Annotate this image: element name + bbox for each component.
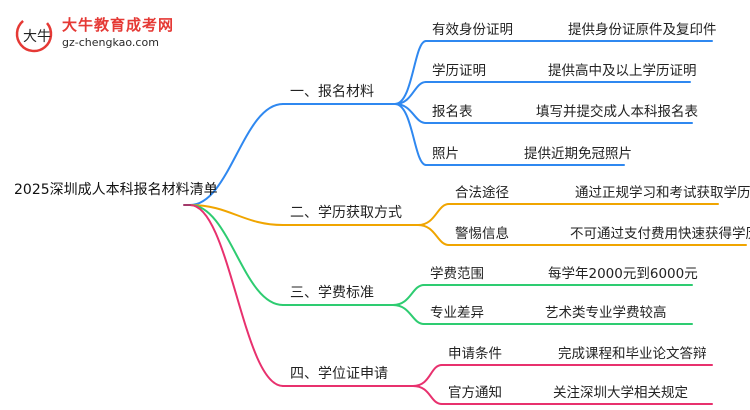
branch-node-4: 四、学位证申请: [290, 366, 388, 382]
item-label-3-1: 学费范围: [430, 266, 484, 282]
mind-map-connectors: [183, 40, 747, 405]
connector-item-2-2: [417, 224, 450, 246]
bull-logo-icon: 大牛: [15, 15, 53, 53]
item-detail-2-1: 通过正规学习和考试获取学历: [575, 185, 750, 201]
site-logo[interactable]: 大牛 大牛教育成考网 gz-chengkao.com: [14, 12, 204, 56]
item-detail-2-2: 不可通过支付费用快速获得学历: [570, 226, 750, 242]
connector-branch-3: [189, 204, 284, 306]
connector-branch-2: [189, 204, 284, 226]
item-label-1-3: 报名表: [432, 104, 473, 120]
item-label-2-1: 合法途径: [455, 185, 509, 201]
item-detail-1-4: 提供近期免冠照片: [524, 146, 632, 162]
item-label-4-1: 申请条件: [448, 346, 502, 362]
connector-item-4-1: [412, 364, 443, 387]
connector-branch-4: [189, 204, 284, 387]
connector-item-2-1: [417, 203, 450, 226]
branch-node-1: 一、报名材料: [290, 84, 374, 100]
item-detail-1-1: 提供身份证原件及复印件: [568, 22, 717, 38]
connector-item-1-2: [394, 81, 427, 105]
item-detail-3-2: 艺术类专业学费较高: [545, 305, 667, 321]
connector-item-1-4: [394, 103, 427, 166]
item-detail-1-3: 填写并提交成人本科报名表: [536, 104, 698, 120]
item-label-1-4: 照片: [432, 146, 459, 162]
item-detail-4-1: 完成课程和毕业论文答辩: [558, 346, 707, 362]
item-label-1-2: 学历证明: [432, 63, 486, 79]
connector-item-3-2: [392, 304, 425, 325]
connector-item-3-1: [392, 284, 425, 306]
item-label-4-2: 官方通知: [448, 385, 502, 401]
connector-item-1-1: [394, 40, 427, 105]
logo-title: 大牛教育成考网: [62, 16, 175, 34]
item-label-1-1: 有效身份证明: [432, 22, 513, 38]
connector-item-1-3: [394, 103, 427, 124]
item-label-2-2: 警惕信息: [455, 226, 509, 242]
item-detail-3-1: 每学年2000元到6000元: [548, 266, 698, 282]
item-detail-1-2: 提供高中及以上学历证明: [548, 63, 697, 79]
root-node: 2025深圳成人本科报名材料清单: [14, 182, 218, 198]
logo-url: gz-chengkao.com: [62, 36, 159, 49]
connector-item-4-2: [412, 385, 443, 405]
branch-node-3: 三、学费标准: [290, 285, 374, 301]
item-label-3-2: 专业差异: [430, 305, 484, 321]
logo-mark-text: 大牛: [23, 29, 51, 45]
item-detail-4-2: 关注深圳大学相关规定: [553, 385, 688, 401]
branch-node-2: 二、学历获取方式: [290, 205, 402, 221]
connector-branch-1: [189, 103, 284, 206]
